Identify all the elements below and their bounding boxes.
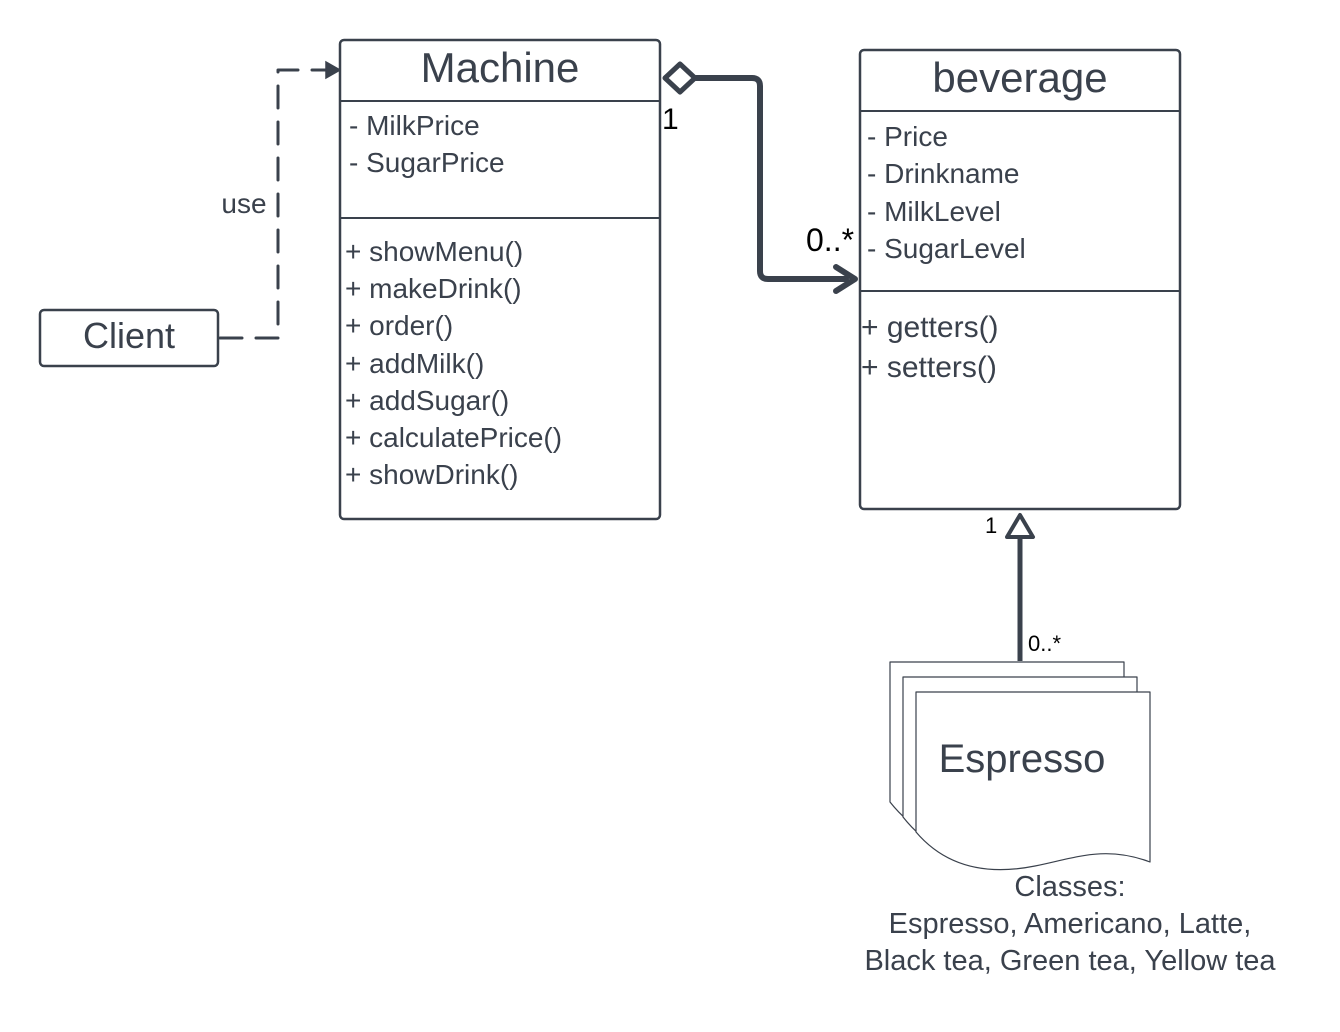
aggregation-line — [693, 75, 849, 282]
aggregation-arrowhead-icon — [833, 264, 858, 294]
aggregation-target-multiplicity: 0..* — [806, 222, 854, 258]
subclass-name: Espresso — [939, 737, 1106, 781]
beverage-attributes: - Price - Drinkname - MilkLevel - SugarL… — [867, 121, 1026, 264]
machine-method: + makeDrink() — [345, 273, 522, 304]
use-label: use — [221, 188, 266, 219]
beverage-method: + setters() — [861, 351, 997, 384]
aggregation-source-multiplicity: 1 — [662, 103, 679, 136]
caption-line: Classes: — [1014, 871, 1125, 903]
beverage-attribute: - Price — [867, 121, 948, 152]
machine-method: + order() — [345, 310, 453, 341]
machine-methods: + showMenu() + makeDrink() + order() + a… — [345, 236, 562, 490]
machine-class[interactable]: Machine - MilkPrice - SugarPrice + showM… — [338, 38, 662, 521]
machine-class-name: Machine — [421, 44, 580, 91]
machine-attributes: - MilkPrice - SugarPrice — [349, 110, 505, 178]
beverage-attribute: - SugarLevel — [867, 233, 1026, 264]
machine-method: + showDrink() — [345, 459, 518, 490]
use-dependency[interactable]: use — [212, 60, 342, 340]
beverage-class[interactable]: beverage - Price - Drinkname - MilkLevel… — [858, 48, 1182, 511]
machine-attribute: - MilkPrice — [349, 110, 480, 141]
machine-method: + showMenu() — [345, 236, 523, 267]
inheritance-child-multiplicity: 0..* — [1028, 631, 1061, 656]
client-label: Client — [83, 315, 175, 356]
use-dependency-arrowhead — [325, 60, 342, 80]
beverage-class-name: beverage — [932, 54, 1107, 101]
caption-line: Espresso, Americano, Latte, — [889, 908, 1252, 940]
generalization-triangle-icon — [1005, 513, 1035, 539]
beverage-method: + getters() — [861, 311, 999, 344]
aggregation-link[interactable]: 1 0..* — [662, 61, 858, 294]
subclass-stack[interactable]: Espresso — [889, 661, 1151, 871]
machine-attribute: - SugarPrice — [349, 147, 505, 178]
subclass-caption: Classes: Espresso, Americano, Latte, Bla… — [864, 871, 1276, 977]
aggregation-diamond-icon — [662, 61, 698, 95]
inheritance-link[interactable]: 1 0..* — [985, 513, 1061, 661]
inheritance-parent-multiplicity: 1 — [985, 513, 997, 538]
caption-line: Black tea, Green tea, Yellow tea — [864, 945, 1276, 977]
machine-method: + addSugar() — [345, 385, 509, 416]
machine-method: + addMilk() — [345, 348, 484, 379]
beverage-methods: + getters() + setters() — [861, 311, 999, 384]
subclass-document-front — [915, 691, 1151, 871]
beverage-attribute: - Drinkname — [867, 158, 1019, 189]
use-dependency-line — [218, 68, 330, 340]
beverage-attribute: - MilkLevel — [867, 196, 1001, 227]
machine-method: + calculatePrice() — [345, 422, 562, 453]
client-node[interactable]: Client — [38, 308, 220, 368]
